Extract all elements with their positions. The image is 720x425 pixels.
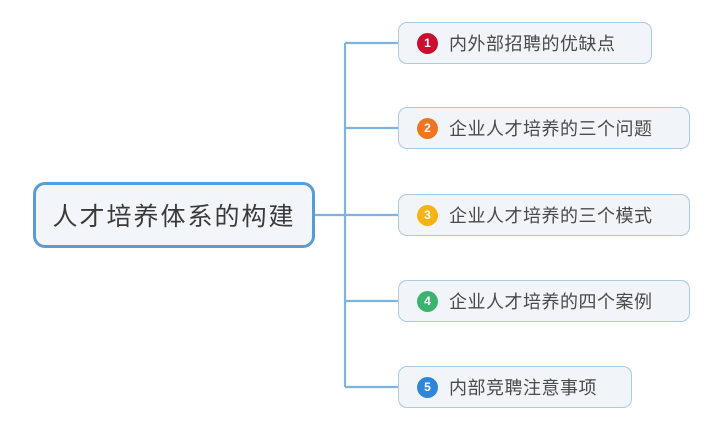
branch-node-2[interactable]: 2 企业人才培养的三个问题 (398, 107, 690, 149)
branch-badge-4: 4 (417, 290, 438, 312)
branch-badge-1: 1 (417, 32, 438, 54)
branch-label-2: 企业人才培养的三个问题 (449, 119, 653, 140)
branch-label-5: 内部竞聘注意事项 (449, 378, 597, 399)
branch-node-1[interactable]: 1 内外部招聘的优缺点 (398, 22, 652, 64)
branch-badge-3: 3 (417, 204, 438, 226)
root-node[interactable]: 人才培养体系的构建 (33, 182, 315, 248)
branch-label-3: 企业人才培养的三个模式 (449, 206, 653, 227)
branch-label-4: 企业人才培养的四个案例 (449, 292, 653, 313)
branch-node-5[interactable]: 5 内部竞聘注意事项 (398, 366, 632, 408)
branch-badge-5: 5 (417, 376, 438, 398)
root-node-label: 人才培养体系的构建 (52, 202, 296, 231)
branch-badge-2: 2 (417, 117, 438, 139)
branch-label-1: 内外部招聘的优缺点 (449, 34, 616, 55)
branch-node-3[interactable]: 3 企业人才培养的三个模式 (398, 194, 690, 236)
branch-node-4[interactable]: 4 企业人才培养的四个案例 (398, 280, 690, 322)
